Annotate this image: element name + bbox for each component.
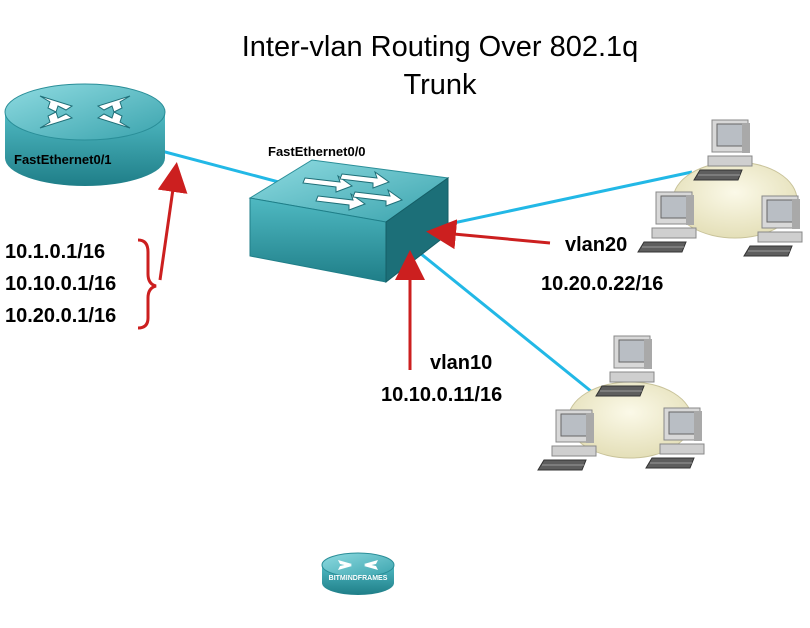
title-line-2: Trunk — [403, 69, 477, 101]
vlan10-link — [409, 243, 593, 394]
trunk-link — [149, 146, 291, 187]
router-port-label: FastEthernet0/1 — [14, 152, 112, 167]
subinterface-arrow — [157, 162, 188, 281]
title-line-1: Inter-vlan Routing Over 802.1q — [241, 31, 639, 63]
router-icon[interactable] — [4, 83, 166, 186]
vlan20-link — [429, 170, 693, 230]
subinterface-ip: 10.1.0.1/16 — [5, 241, 106, 263]
pc-icon[interactable] — [637, 191, 697, 253]
vlan10-label: vlan10 — [430, 352, 493, 374]
vlan20-ip: 10.20.0.22/16 — [541, 273, 664, 295]
switch-port-label: FastEthernet0/0 — [268, 144, 366, 159]
vlan10-cluster — [537, 335, 705, 471]
vlan20-arrow — [426, 219, 551, 250]
vlan10-ip: 10.10.0.11/16 — [381, 384, 503, 406]
vlan20-label: vlan20 — [565, 234, 628, 256]
watermark-logo: BITMINDFRAMES — [321, 552, 395, 595]
switch-icon[interactable] — [248, 159, 450, 284]
vlan20-cluster — [637, 119, 803, 257]
diagram-title: Inter-vlan Routing Over 802.1q Trunk — [190, 28, 690, 104]
subinterface-brace — [137, 238, 157, 330]
subinterface-ip: 10.10.0.1/16 — [5, 273, 117, 295]
pc-icon[interactable] — [537, 409, 597, 471]
watermark-text: BITMINDFRAMES — [329, 575, 388, 582]
subinterface-ip: 10.20.0.1/16 — [5, 305, 117, 327]
